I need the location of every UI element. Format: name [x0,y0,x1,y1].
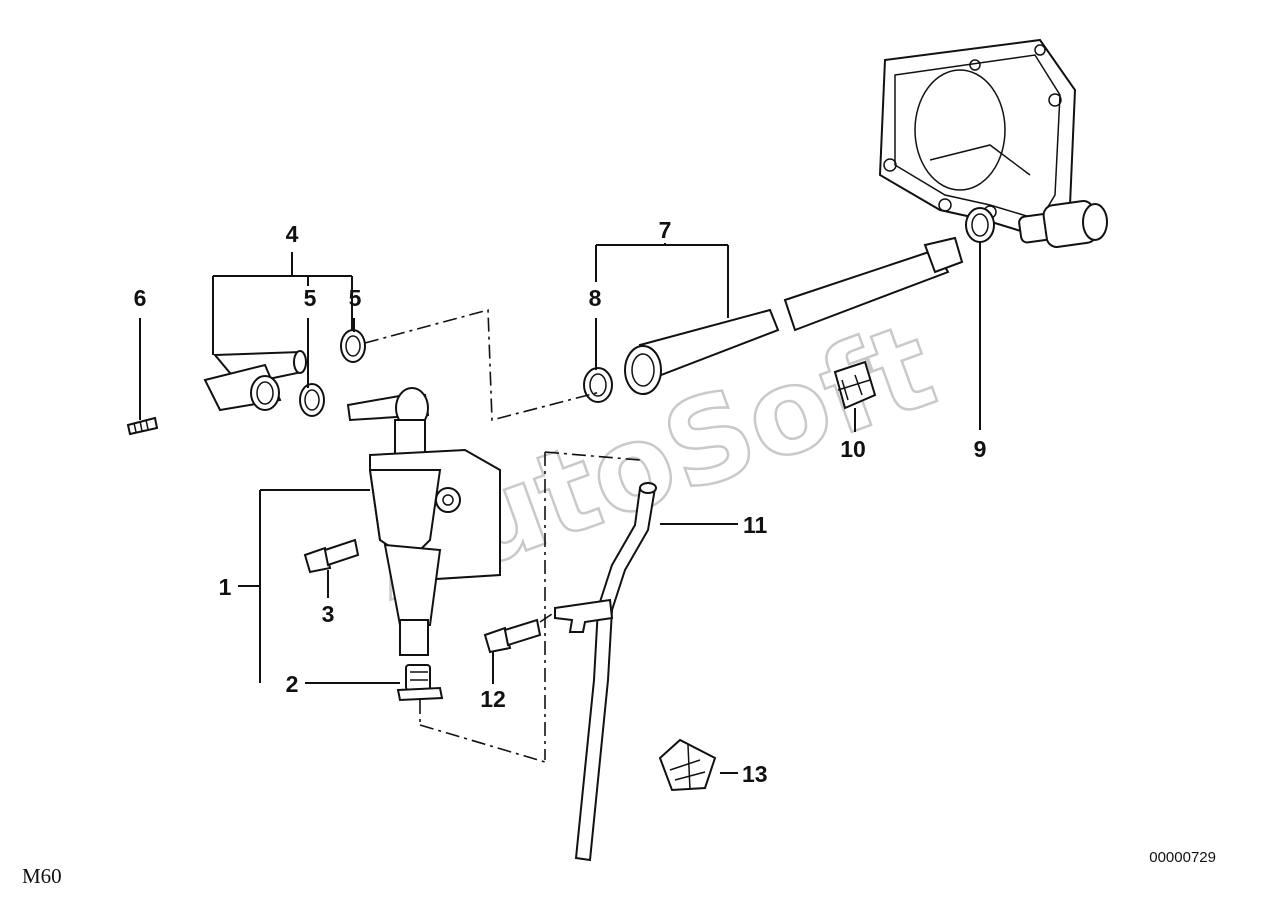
hose-clip-part-10 [833,360,877,410]
o-ring-part-5-b [299,383,325,417]
callout-10: 10 [840,436,866,462]
callout-7: 7 [659,217,672,243]
callout-3: 3 [322,601,335,627]
bolt-part-3 [303,538,360,574]
leader-lines [139,242,981,774]
callout-13: 13 [742,761,768,787]
grommet-part-2 [396,664,444,702]
vent-pipe-part-7 [624,236,964,395]
cover-outlet-nozzle [1018,200,1108,248]
callout-8: 8 [589,285,602,311]
callout-1: 1 [219,574,232,600]
guide-tube-part-11 [554,482,657,862]
callout-5-left: 5 [304,285,317,311]
callout-9: 9 [974,436,987,462]
callout-2: 2 [286,671,299,697]
figure-number: 00000729 [1149,849,1216,866]
bolt-part-12 [483,618,542,654]
oil-separator-part-1 [346,387,501,656]
assembly-lines [364,308,641,763]
o-ring-part-9 [965,207,995,243]
stud-part-6 [126,416,159,436]
callout-11: 11 [743,512,768,538]
callout-5-right: 5 [349,285,362,311]
o-ring-part-8 [583,367,613,403]
callout-6: 6 [134,285,147,311]
callout-4: 4 [286,221,299,247]
elbow-pipe-part-4 [203,350,307,412]
clip-part-13 [658,738,717,792]
callout-12: 12 [480,686,506,712]
o-ring-part-5-a [340,329,366,363]
engine-label: M60 [22,864,62,888]
